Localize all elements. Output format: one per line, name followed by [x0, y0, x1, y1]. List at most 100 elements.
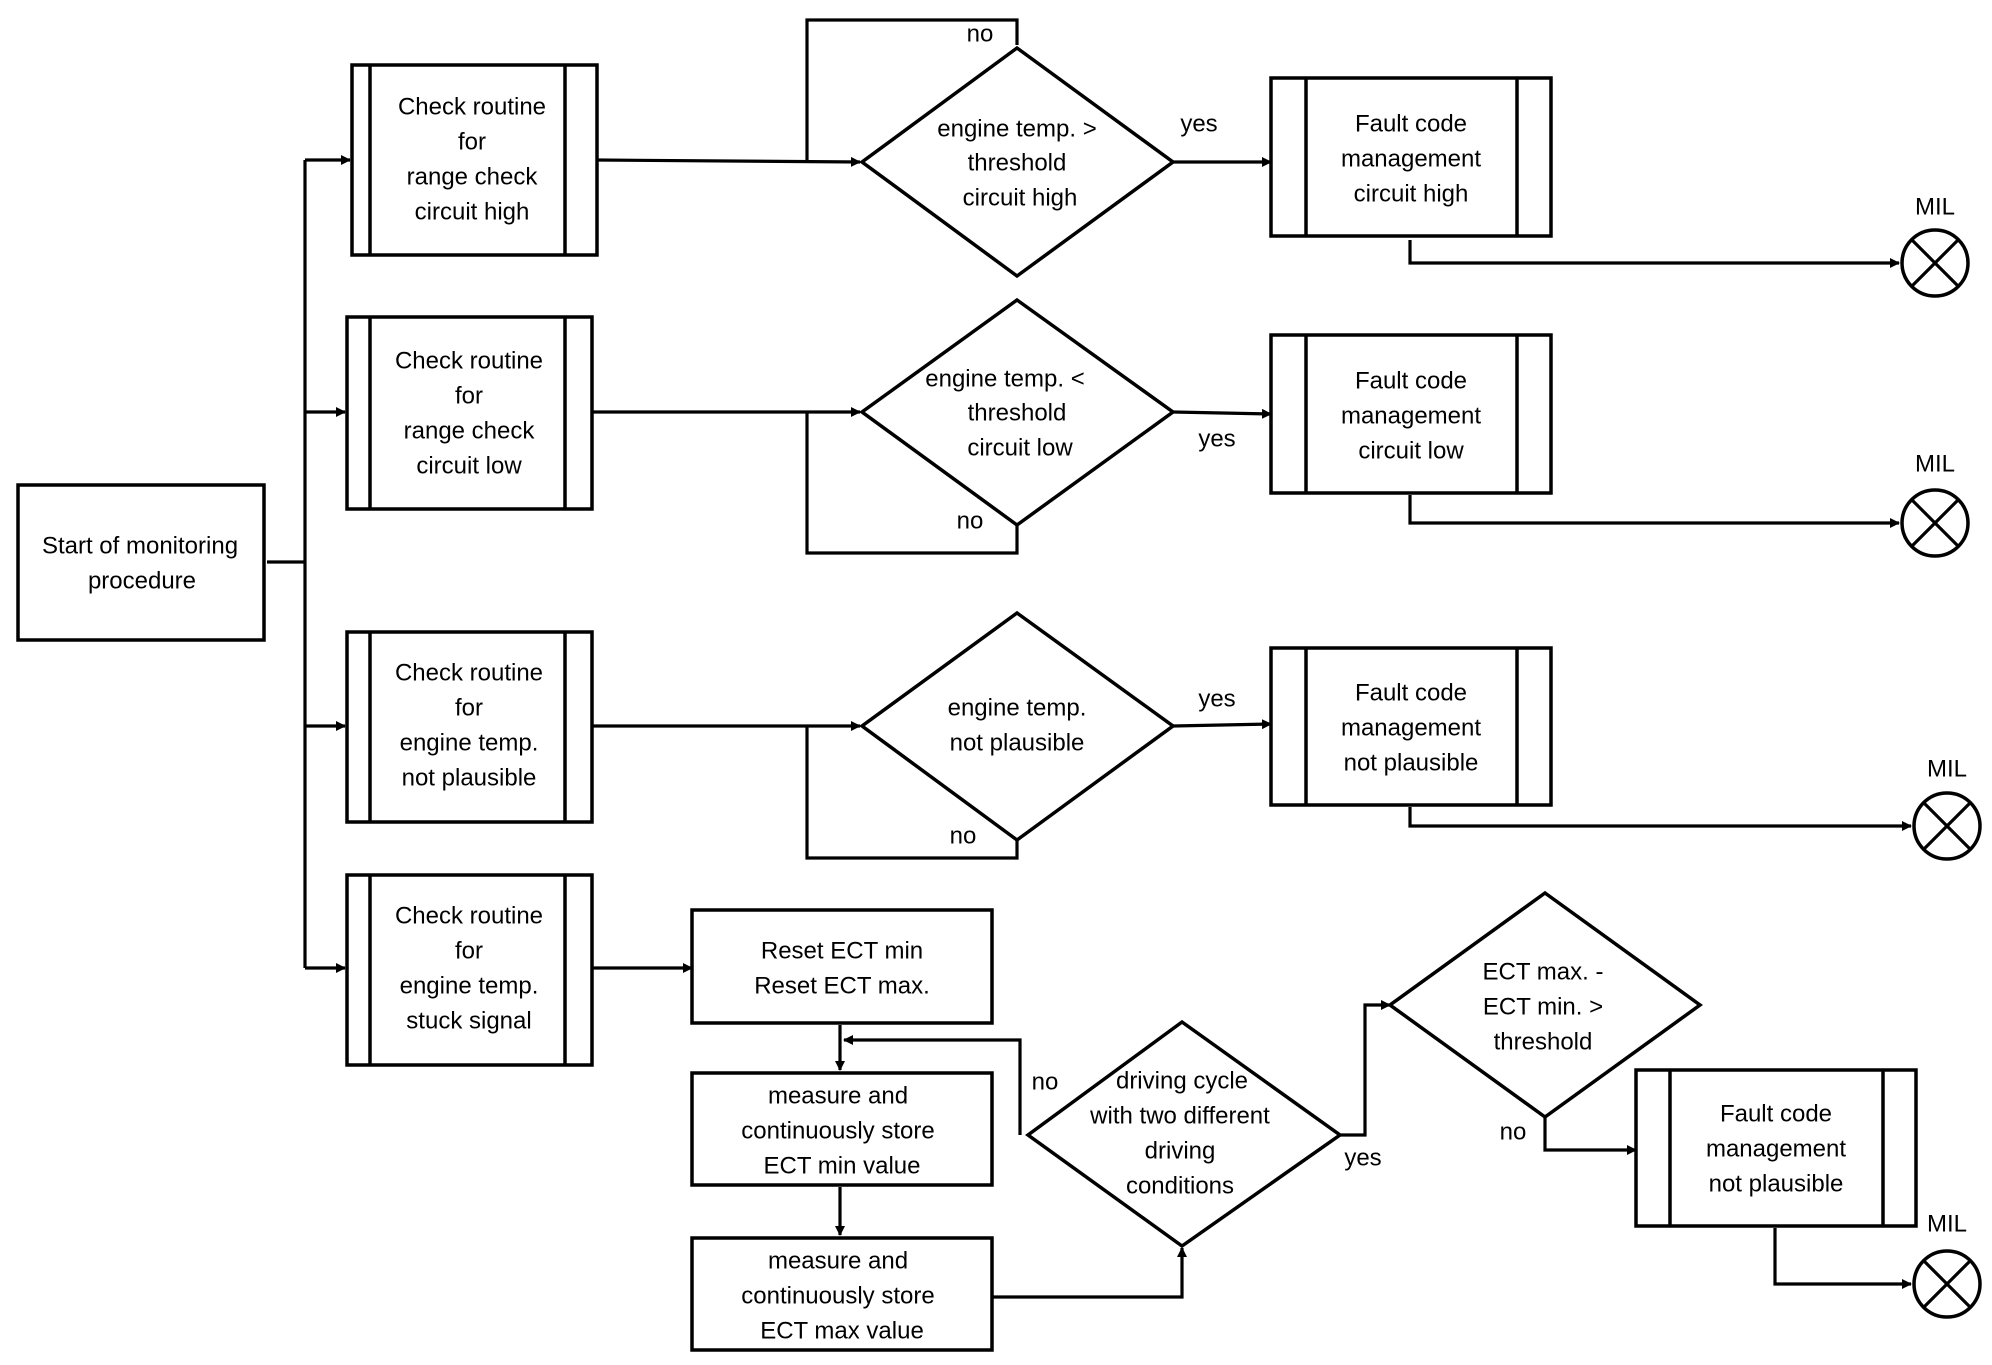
routine-3-label: Check routine for engine temp. not plaus…: [395, 659, 543, 791]
fault-box-1-label: Fault code management circuit high: [1341, 110, 1481, 207]
store-ect-max-label: measure and continuously store ECT max v…: [741, 1247, 934, 1344]
mil-label: MIL: [1927, 1210, 1967, 1237]
routine-label-line: engine temp.: [400, 729, 539, 756]
mil-lamp-icon: [1912, 791, 1982, 861]
decision-3-label: engine temp. not plausible: [948, 694, 1087, 756]
fault-label-line: circuit low: [1358, 437, 1464, 464]
fault-box-2-label: Fault code management circuit low: [1341, 367, 1481, 464]
routine-label-line: for: [455, 937, 483, 964]
decision-label-line: circuit high: [963, 184, 1078, 211]
connector-routine-1-decision-1: [596, 156, 861, 167]
decision-diamond-1: [859, 45, 1176, 279]
routine-label-line: Check routine: [398, 93, 546, 120]
routine-box-3: [345, 630, 594, 824]
connector-decision-4-no: [843, 1035, 1022, 1135]
decision-label-line: with two different: [1089, 1102, 1270, 1129]
decision-4-label: driving cycle with two different driving…: [1089, 1067, 1270, 1199]
fault-label-line: Fault code: [1355, 679, 1467, 706]
decision-label-line: threshold: [968, 149, 1067, 176]
branch-label-no: no: [1500, 1118, 1527, 1145]
routine-label-line: Check routine: [395, 347, 543, 374]
decision-diamond-2: [859, 297, 1176, 528]
connector-decision-2-yes: [1172, 408, 1272, 419]
fault-box-1: [1269, 76, 1553, 238]
process-boxes: [690, 908, 994, 1352]
connector-fault-1-lamp-1: [1408, 240, 1900, 268]
connector-decision-1-no-loop: [805, 18, 1019, 160]
process-label-line: Reset ECT max.: [754, 972, 930, 999]
decision-label-line: circuit low: [967, 434, 1073, 461]
routine-4-label: Check routine for engine temp. stuck sig…: [395, 902, 543, 1034]
fault-label-line: circuit high: [1354, 180, 1469, 207]
fault-label-line: not plausible: [1709, 1170, 1844, 1197]
fault-box-4-label: Fault code management not plausible: [1706, 1100, 1846, 1197]
fault-label-line: management: [1706, 1135, 1846, 1162]
decision-1-label: engine temp. > threshold circuit high: [937, 115, 1096, 211]
connector-max-decision-4: [992, 1247, 1187, 1299]
process-label-line: continuously store: [741, 1282, 934, 1309]
routine-label-line: range check: [404, 417, 536, 444]
decision-label-line: driving: [1145, 1137, 1216, 1164]
branch-label-no: no: [1032, 1068, 1059, 1095]
fault-box-3: [1269, 646, 1553, 807]
routine-label-line: not plausible: [402, 764, 537, 791]
fault-label-line: management: [1341, 402, 1481, 429]
routine-box-1: [350, 63, 599, 257]
fault-box-3-label: Fault code management not plausible: [1341, 679, 1481, 776]
process-label-line: measure and: [768, 1247, 908, 1274]
decision-label-line: engine temp. <: [925, 365, 1084, 392]
store-ect-min-label: measure and continuously store ECT min v…: [741, 1082, 934, 1179]
branch-label-yes: yes: [1198, 685, 1235, 712]
decision-label-line: threshold: [1494, 1028, 1593, 1055]
connector-decision-4-yes: [1340, 1000, 1391, 1137]
routine-label-line: range check: [407, 163, 539, 190]
decision-diamond-4: [1025, 1019, 1344, 1249]
decision-label-line: engine temp.: [948, 694, 1087, 721]
fault-label-line: not plausible: [1344, 749, 1479, 776]
routine-label-line: for: [458, 128, 486, 155]
mil-lamp-icon: [1912, 1249, 1982, 1319]
mil-label: MIL: [1927, 755, 1967, 782]
decision-diamond-3: [859, 610, 1176, 843]
mil-lamp-icon: [1900, 228, 1970, 298]
connector-decision-5-no: [1543, 1117, 1637, 1155]
mil-labels: MIL MIL MIL MIL: [1915, 193, 1967, 1237]
routine-label-line: Check routine: [395, 902, 543, 929]
process-label-line: continuously store: [741, 1117, 934, 1144]
mil-label: MIL: [1915, 193, 1955, 220]
routine-label-line: Check routine: [395, 659, 543, 686]
branch-label-yes: yes: [1198, 425, 1235, 452]
decision-label-line: engine temp. >: [937, 115, 1096, 142]
fault-label-line: Fault code: [1355, 367, 1467, 394]
fault-label-line: Fault code: [1355, 110, 1467, 137]
mil-lamps: [1900, 228, 1982, 1319]
branch-label-yes: yes: [1180, 110, 1217, 137]
mil-lamp-icon: [1900, 488, 1970, 558]
connectors: [267, 18, 1912, 1299]
decision-label-line: driving cycle: [1116, 1067, 1248, 1094]
branch-labels: no yes yes no yes no no yes no: [950, 20, 1527, 1171]
routine-label-line: engine temp.: [400, 972, 539, 999]
start-label-line: Start of monitoring: [42, 532, 238, 559]
fault-box-4: [1634, 1068, 1918, 1228]
connector-decision-3-no-loop: [805, 726, 1019, 860]
routine-label-line: circuit high: [415, 198, 530, 225]
process-label-line: ECT max value: [760, 1317, 924, 1344]
decisions: [859, 45, 1703, 1249]
decision-label-line: threshold: [968, 399, 1067, 426]
connector-decision-3-yes: [1172, 719, 1272, 730]
store-ect-min-box: [690, 1071, 994, 1187]
fault-code-boxes: [1269, 76, 1918, 1228]
connector-fault-3-lamp-3: [1408, 807, 1912, 831]
routine-label-line: for: [455, 694, 483, 721]
check-routines: [345, 63, 599, 1067]
decision-label-line: ECT max. -: [1483, 958, 1604, 985]
start-label-line: procedure: [88, 567, 196, 594]
fault-label-line: management: [1341, 145, 1481, 172]
decision-label-line: ECT min. >: [1483, 993, 1603, 1020]
decision-5-label: ECT max. - ECT min. > threshold: [1483, 958, 1604, 1055]
process-label-line: Reset ECT min: [761, 937, 923, 964]
decision-label-line: not plausible: [950, 729, 1085, 756]
routine-box-4: [345, 873, 594, 1067]
